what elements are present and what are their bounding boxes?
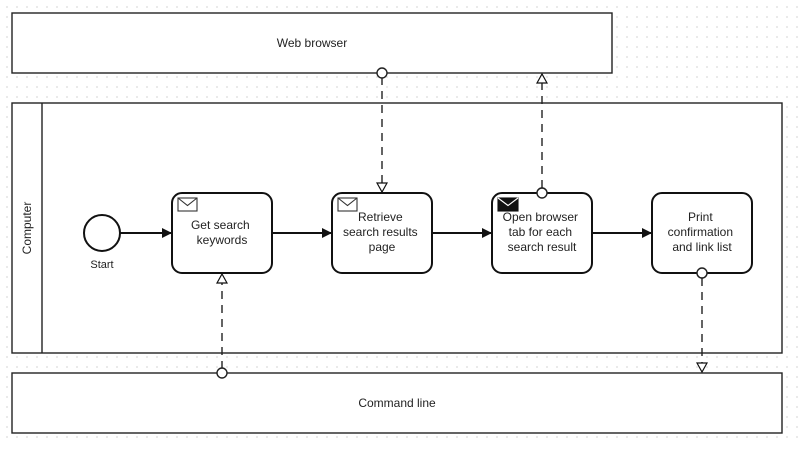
- task-label-open-browser-tab: Open browser tab for each search result: [503, 210, 582, 254]
- task-get-search-keywords[interactable]: Get search keywords: [171, 192, 273, 274]
- pool-web-browser[interactable]: Web browser: [11, 12, 613, 74]
- envelope-icon: [337, 197, 358, 212]
- message-flow-source-marker: [696, 267, 708, 279]
- task-print-confirmation-and-link-list[interactable]: Print confirmation and link list: [651, 192, 753, 274]
- task-label-line: Get search: [191, 218, 250, 232]
- task-retrieve-search-results-page[interactable]: Retrieve search results page: [331, 192, 433, 274]
- message-flow-browser-to-retrieve[interactable]: [377, 67, 387, 192]
- task-open-browser-tab[interactable]: Open browser tab for each search result: [491, 192, 593, 274]
- start-event[interactable]: [83, 214, 121, 252]
- task-label-print-confirmation: Print confirmation and link list: [668, 210, 737, 254]
- pool-label-web-browser: Web browser: [277, 36, 347, 50]
- pool-label-command-line: Command line: [358, 396, 436, 410]
- message-flow-source-marker: [536, 187, 548, 199]
- task-label-retrieve-search-results-page: Retrieve search results page: [343, 210, 421, 254]
- task-label-line: search results: [343, 225, 418, 239]
- task-label-line: page: [369, 240, 396, 254]
- task-label-line: keywords: [197, 233, 248, 247]
- task-label-line: and link list: [672, 240, 732, 254]
- start-event-label: Start: [90, 259, 113, 271]
- task-label-line: Print: [688, 210, 713, 224]
- pool-command-line[interactable]: Command line: [11, 372, 783, 434]
- task-label-get-search-keywords: Get search keywords: [191, 218, 253, 247]
- task-label-line: search result: [508, 240, 577, 254]
- task-label-line: Retrieve: [358, 210, 403, 224]
- pool-label-computer: Computer: [20, 202, 34, 255]
- task-label-line: confirmation: [668, 225, 733, 239]
- task-label-line: Open browser: [503, 210, 578, 224]
- filled-envelope-icon: [497, 197, 519, 212]
- message-flow-command-line-to-get-keywords[interactable]: [217, 274, 227, 379]
- task-label-line: tab for each: [509, 225, 572, 239]
- envelope-icon: [177, 197, 198, 212]
